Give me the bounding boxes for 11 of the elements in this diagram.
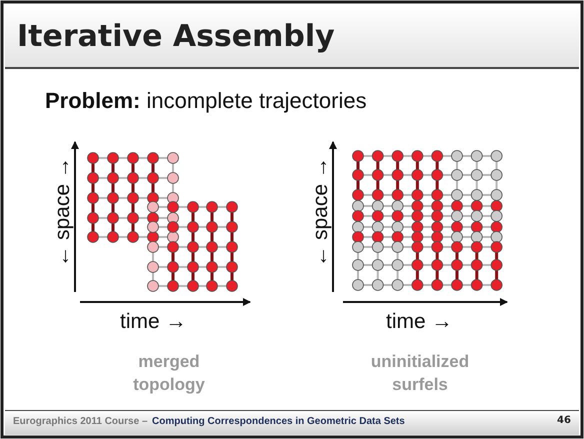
axis-label: ← space → [50,157,75,267]
problem-statement: Problem: incomplete trajectories [45,88,367,114]
axis-label: ← space → [308,157,333,267]
footer-text: Computing Correspondences in Geometric Data Sets [152,416,405,427]
axis-label: time → [386,310,453,334]
axis-label: time → [120,310,187,334]
footer-text: Eurographics 2011 Course – [13,416,148,427]
caption: uninitialized surfels [370,351,470,396]
slide-title: Iterative Assembly [17,19,335,54]
caption: merged topology [132,351,206,396]
page-number: 46 [557,415,571,426]
